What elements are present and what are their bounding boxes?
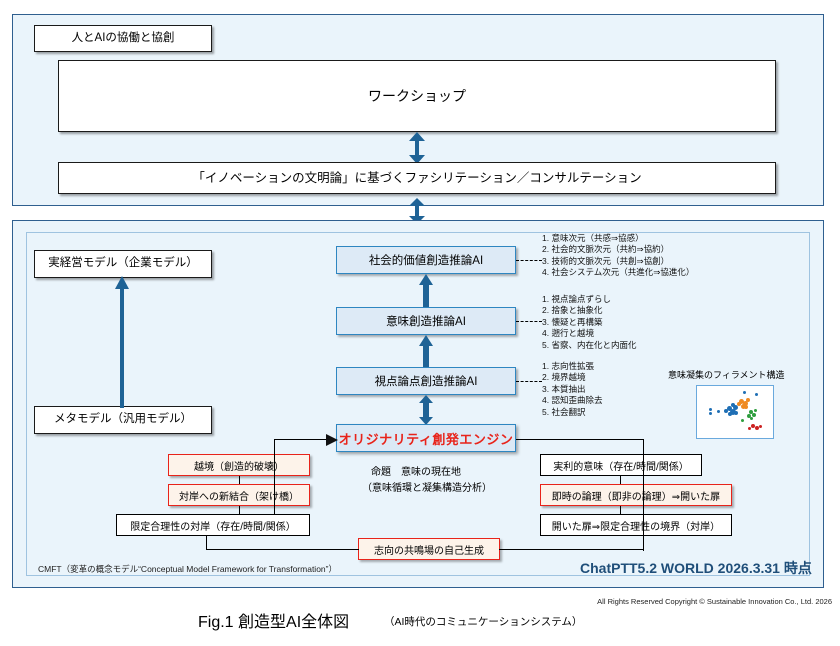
ai-box-viewpoint-creation-label: 視点論点創造推論AI (374, 376, 478, 388)
cmft-note: CMFT（変革の概念モデル“Conceptual Model Framework… (38, 564, 337, 574)
connector-left-tick-1 (239, 476, 241, 484)
box-border-crossing[interactable]: 越境（創造的破壊） (168, 454, 310, 476)
box-new-combination-label: 対岸への新結合（架け橋） (179, 491, 299, 503)
connector-left-bottom-run (206, 548, 359, 550)
connector-engine-to-right (516, 438, 644, 440)
box-new-combination[interactable]: 対岸への新結合（架け橋） (168, 484, 310, 506)
copyright-text: All Rights Reserved Copyright © Sustaina… (597, 597, 832, 606)
ai-box-social-value[interactable]: 社会的価値創造推論AI (336, 246, 516, 274)
connector-left-to-engine (274, 438, 328, 440)
box-immediate-logic[interactable]: 即時の論理（即非の論理）⇒開いた扉 (540, 484, 732, 506)
list-item: 4. 遡行と越境 (542, 328, 594, 339)
caption-area: All Rights Reserved Copyright © Sustaina… (0, 596, 840, 646)
list-meaning-creation-methods: 1. 視点論点ずらし 2. 捨象と抽象化 3. 懐疑と再構築 4. 遡行と越境 … (542, 294, 636, 351)
arrow-viewpoint-to-meaning (418, 335, 434, 367)
box-open-door-boundary[interactable]: 開いた扉⇒限定合理性の境界（対岸） (540, 514, 732, 536)
list-item: 5. 社会翻訳 (542, 406, 586, 417)
up-arrow-icon (419, 335, 433, 367)
arrow-meta-to-business (114, 276, 130, 408)
cmft-frame (26, 232, 810, 576)
workshop-box[interactable]: ワークショップ (58, 60, 776, 132)
facilitation-box[interactable]: 「イノベーションの文明論」に基づくファシリテーション／コンサルテーション (58, 162, 776, 194)
list-item: 3. 技術的文脈次元（共創⇒協創） (542, 255, 670, 266)
figure-caption-main: Fig.1 創造型AI全体図 (198, 614, 350, 631)
figure-caption-sub: （AI時代のコミュニケーションシステム） (384, 616, 583, 628)
originality-engine-box[interactable]: オリジナリティ創発エンジン (336, 424, 516, 452)
engine-caption-line2: （意味循環と凝集構造分析） (362, 483, 492, 494)
dash-connector-viewpoint (516, 381, 542, 382)
engine-caption-line1: 命題 意味の現在地 (371, 467, 461, 478)
right-arrow-icon (326, 434, 338, 446)
tab-human-ai-collaboration-label: 人とAIの協働と協創 (71, 31, 175, 44)
ai-box-meaning-creation-label: 意味創造推論AI (386, 316, 466, 328)
filament-label: 意味凝集のフィラメント構造 (668, 370, 785, 380)
tab-human-ai-collaboration[interactable]: 人とAIの協働と協創 (34, 25, 212, 52)
dash-connector-meaning (516, 321, 542, 322)
box-meta-model[interactable]: メタモデル（汎用モデル） (34, 406, 212, 434)
box-business-model[interactable]: 実経営モデル（企業モデル） (34, 250, 212, 278)
arrow-left-into-engine (324, 433, 338, 446)
ai-box-viewpoint-creation[interactable]: 視点論点創造推論AI (336, 367, 516, 395)
list-social-value-dimensions: 1. 意味次元（共感⇒協感） 2. 社会的文脈次元（共約⇒協約） 3. 技術的文… (542, 233, 694, 279)
list-item: 2. 社会的文脈次元（共約⇒協約） (542, 244, 670, 255)
box-bounded-rationality-other-side-label: 限定合理性の対岸（存在/時間/関係） (130, 521, 296, 533)
list-item: 1. 志向性拡張 (542, 361, 594, 371)
originality-engine-label: オリジナリティ創発エンジン (338, 431, 514, 447)
list-item: 2. 捨象と抽象化 (542, 305, 603, 316)
box-bounded-rationality-other-side[interactable]: 限定合理性の対岸（存在/時間/関係） (116, 514, 310, 536)
list-item: 4. 認知歪曲除去 (542, 395, 603, 406)
facilitation-label: 「イノベーションの文明論」に基づくファシリテーション／コンサルテーション (192, 170, 642, 185)
connector-right-tick-1 (620, 476, 622, 484)
connector-right-spine (642, 438, 644, 551)
double-arrow-icon (419, 395, 433, 425)
filament-thumbnail (696, 385, 774, 439)
list-item: 4. 社会システム次元（共進化⇒協進化） (542, 267, 695, 278)
arrow-workshop-facilitation (408, 132, 426, 164)
arrow-panel-link (408, 198, 426, 224)
list-item: 2. 境界越境 (542, 372, 586, 383)
connector-right-bottom-run (499, 548, 643, 550)
up-arrow-icon (419, 274, 433, 307)
box-border-crossing-label: 越境（創造的破壊） (194, 461, 284, 473)
list-item: 3. 懐疑と再構築 (542, 316, 603, 327)
arrow-engine-to-viewpoint (418, 395, 434, 425)
workshop-label: ワークショップ (368, 87, 466, 104)
list-item: 1. 視点論点ずらし (542, 294, 611, 304)
ai-box-meaning-creation[interactable]: 意味創造推論AI (336, 307, 516, 335)
connector-left-spine (274, 440, 276, 515)
ai-box-social-value-label: 社会的価値創造推論AI (368, 255, 484, 267)
list-item: 5. 省察、内在化と内面化 (542, 339, 637, 350)
dash-connector-social-value (516, 260, 542, 261)
list-viewpoint-methods: 1. 志向性拡張 2. 境界越境 3. 本質抽出 4. 認知歪曲除去 5. 社会… (542, 361, 602, 418)
box-practical-meaning[interactable]: 実利的意味（存在/時間/関係） (540, 454, 702, 476)
double-arrow-icon (409, 198, 425, 224)
connector-left-bottom-riser (206, 536, 208, 550)
connector-left-tick-2 (239, 506, 241, 514)
arrow-meaning-to-social (418, 274, 434, 307)
double-arrow-icon (409, 132, 425, 164)
box-business-model-label: 実経営モデル（企業モデル） (48, 257, 198, 270)
version-stamp: ChatPTT5.2 WORLD 2026.3.31 時点 (580, 560, 812, 576)
box-immediate-logic-label: 即時の論理（即非の論理）⇒開いた扉 (551, 491, 721, 503)
box-open-door-boundary-label: 開いた扉⇒限定合理性の境界（対岸） (551, 521, 721, 533)
list-item: 1. 意味次元（共感⇒協感） (542, 233, 644, 243)
box-self-generation-resonance[interactable]: 志向の共鳴場の自己生成 (358, 538, 500, 560)
up-arrow-icon (115, 276, 129, 408)
box-meta-model-label: メタモデル（汎用モデル） (54, 413, 192, 426)
box-self-generation-resonance-label: 志向の共鳴場の自己生成 (374, 545, 484, 557)
connector-right-tick-2 (620, 506, 622, 514)
box-practical-meaning-label: 実利的意味（存在/時間/関係） (553, 461, 689, 473)
list-item: 3. 本質抽出 (542, 383, 586, 394)
